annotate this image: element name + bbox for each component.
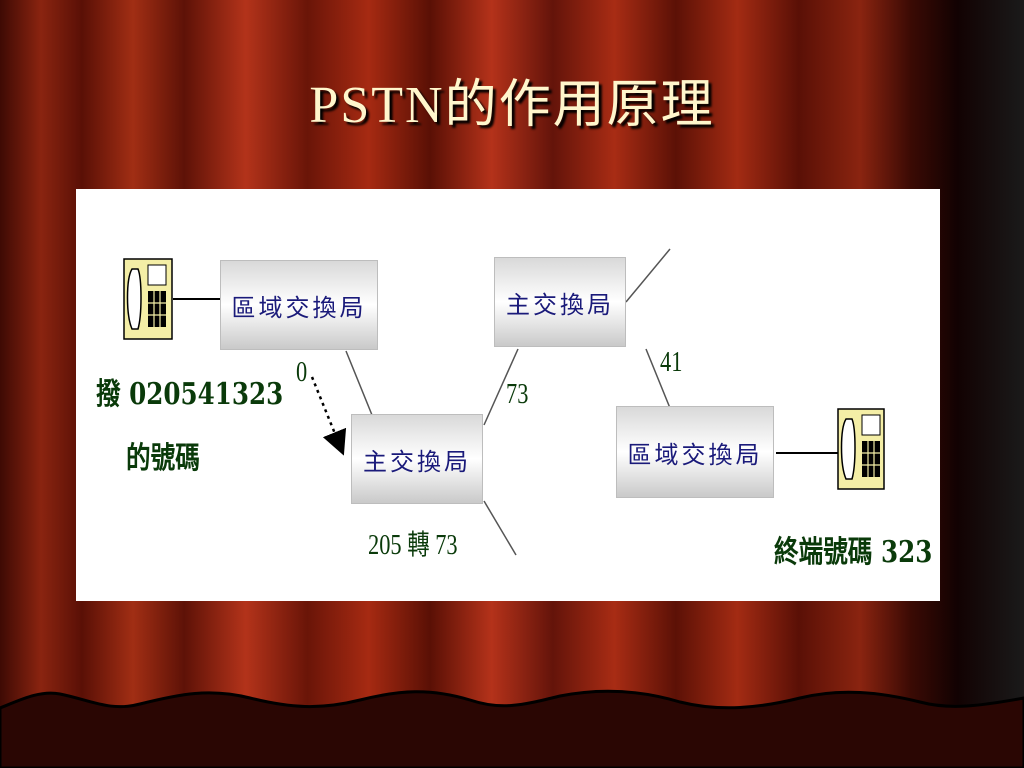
telephone-icon xyxy=(837,408,885,490)
local-exchange-right: 區域交換局 xyxy=(616,406,774,498)
route-41-label: 41 xyxy=(660,347,683,378)
main-exchange-middle: 主交換局 xyxy=(351,414,483,504)
line-main-top-up xyxy=(625,248,671,303)
line-local-to-main-middle xyxy=(345,350,373,416)
telephone-icon xyxy=(123,258,173,340)
pstn-diagram-panel: 區域交換局 主交換局 主交換局 區域交換局 0 73 41 205 轉 73 撥… xyxy=(76,189,940,601)
route-73-label: 73 xyxy=(506,379,529,410)
line-main-top-to-local-right xyxy=(645,348,673,414)
line-main-middle-down xyxy=(483,500,517,556)
phones xyxy=(123,258,885,490)
slide-title: PSTN的作用原理 xyxy=(309,77,715,134)
caller-caption-line1: 撥 020541323 xyxy=(96,377,284,412)
connection-lines xyxy=(173,248,838,556)
caller-caption-line2: 的號碼 xyxy=(126,441,200,476)
middle-caption: 205 轉 73 xyxy=(368,530,458,561)
callee-caption: 終端號碼 323 xyxy=(774,535,933,570)
prefix-zero-label: 0 xyxy=(296,357,308,388)
main-exchange-top: 主交換局 xyxy=(494,257,626,347)
local-exchange-left: 區域交換局 xyxy=(220,260,378,350)
line-main-middle-to-main-top xyxy=(483,348,519,426)
